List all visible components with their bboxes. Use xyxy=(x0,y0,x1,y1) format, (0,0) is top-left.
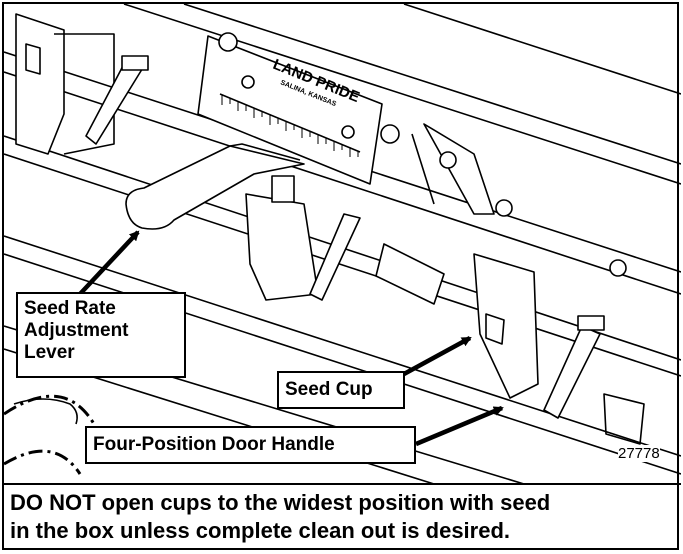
seed-cup-right xyxy=(473,253,539,399)
bracket-edge xyxy=(411,133,435,205)
callout-line: Seed Rate xyxy=(24,298,116,319)
rail-line xyxy=(4,253,681,475)
rate-scale-plate xyxy=(197,35,383,185)
door-handle-center xyxy=(309,213,361,301)
handle-clip xyxy=(121,55,149,71)
door-handle-right xyxy=(543,325,601,419)
rail-line xyxy=(183,4,681,165)
scale-ticks xyxy=(221,95,359,157)
callout-line: Adjustment xyxy=(24,320,129,341)
caption-line: DO NOT open cups to the widest position … xyxy=(10,490,551,515)
cup-detail xyxy=(25,43,41,75)
part-number: 27778 xyxy=(618,445,660,462)
hex-bolt xyxy=(218,32,238,52)
door-handle-left xyxy=(85,63,145,145)
cup-latch xyxy=(485,313,505,345)
handle-clip xyxy=(577,315,605,331)
arrow-lever xyxy=(78,230,140,296)
arrow-door-handle xyxy=(415,405,504,447)
cup-detail xyxy=(603,393,645,445)
caption-line: in the box unless complete clean out is … xyxy=(10,518,511,543)
seed-rate-lever xyxy=(125,145,305,230)
seed-cup-center xyxy=(245,193,319,301)
hex-bolt xyxy=(380,124,400,144)
wheel-rim xyxy=(4,394,96,425)
rail-line xyxy=(403,4,681,95)
arrow-seed-cup xyxy=(402,336,472,376)
support-bracket xyxy=(423,123,495,215)
rail-line xyxy=(4,235,681,457)
wheel-detail xyxy=(13,398,78,425)
lever-edge xyxy=(229,143,301,161)
scale-line xyxy=(219,93,361,153)
rail-line xyxy=(123,4,681,185)
plate-bolt xyxy=(241,75,255,89)
seed-cup-left xyxy=(15,13,65,155)
hex-bolt xyxy=(495,199,513,217)
warning-caption: DO NOT open cups to the widest position … xyxy=(4,483,681,552)
callout-line: Lever xyxy=(24,342,75,363)
wheel-rim xyxy=(4,449,82,475)
hex-bolt xyxy=(439,151,457,169)
plate-bolt xyxy=(341,125,355,139)
mechanism-detail xyxy=(375,243,445,305)
callout-door-handle: Four-Position Door Handle xyxy=(85,426,416,464)
cup-latch xyxy=(271,175,295,203)
callout-seed-rate-lever: Seed Rate Adjustment Lever xyxy=(16,292,186,378)
callout-seed-cup: Seed Cup xyxy=(277,371,405,409)
rail-line xyxy=(4,153,681,377)
seed-meter-illustration: LAND PRIDE SALINA, KANSAS xyxy=(4,4,681,484)
hex-bolt xyxy=(609,259,627,277)
